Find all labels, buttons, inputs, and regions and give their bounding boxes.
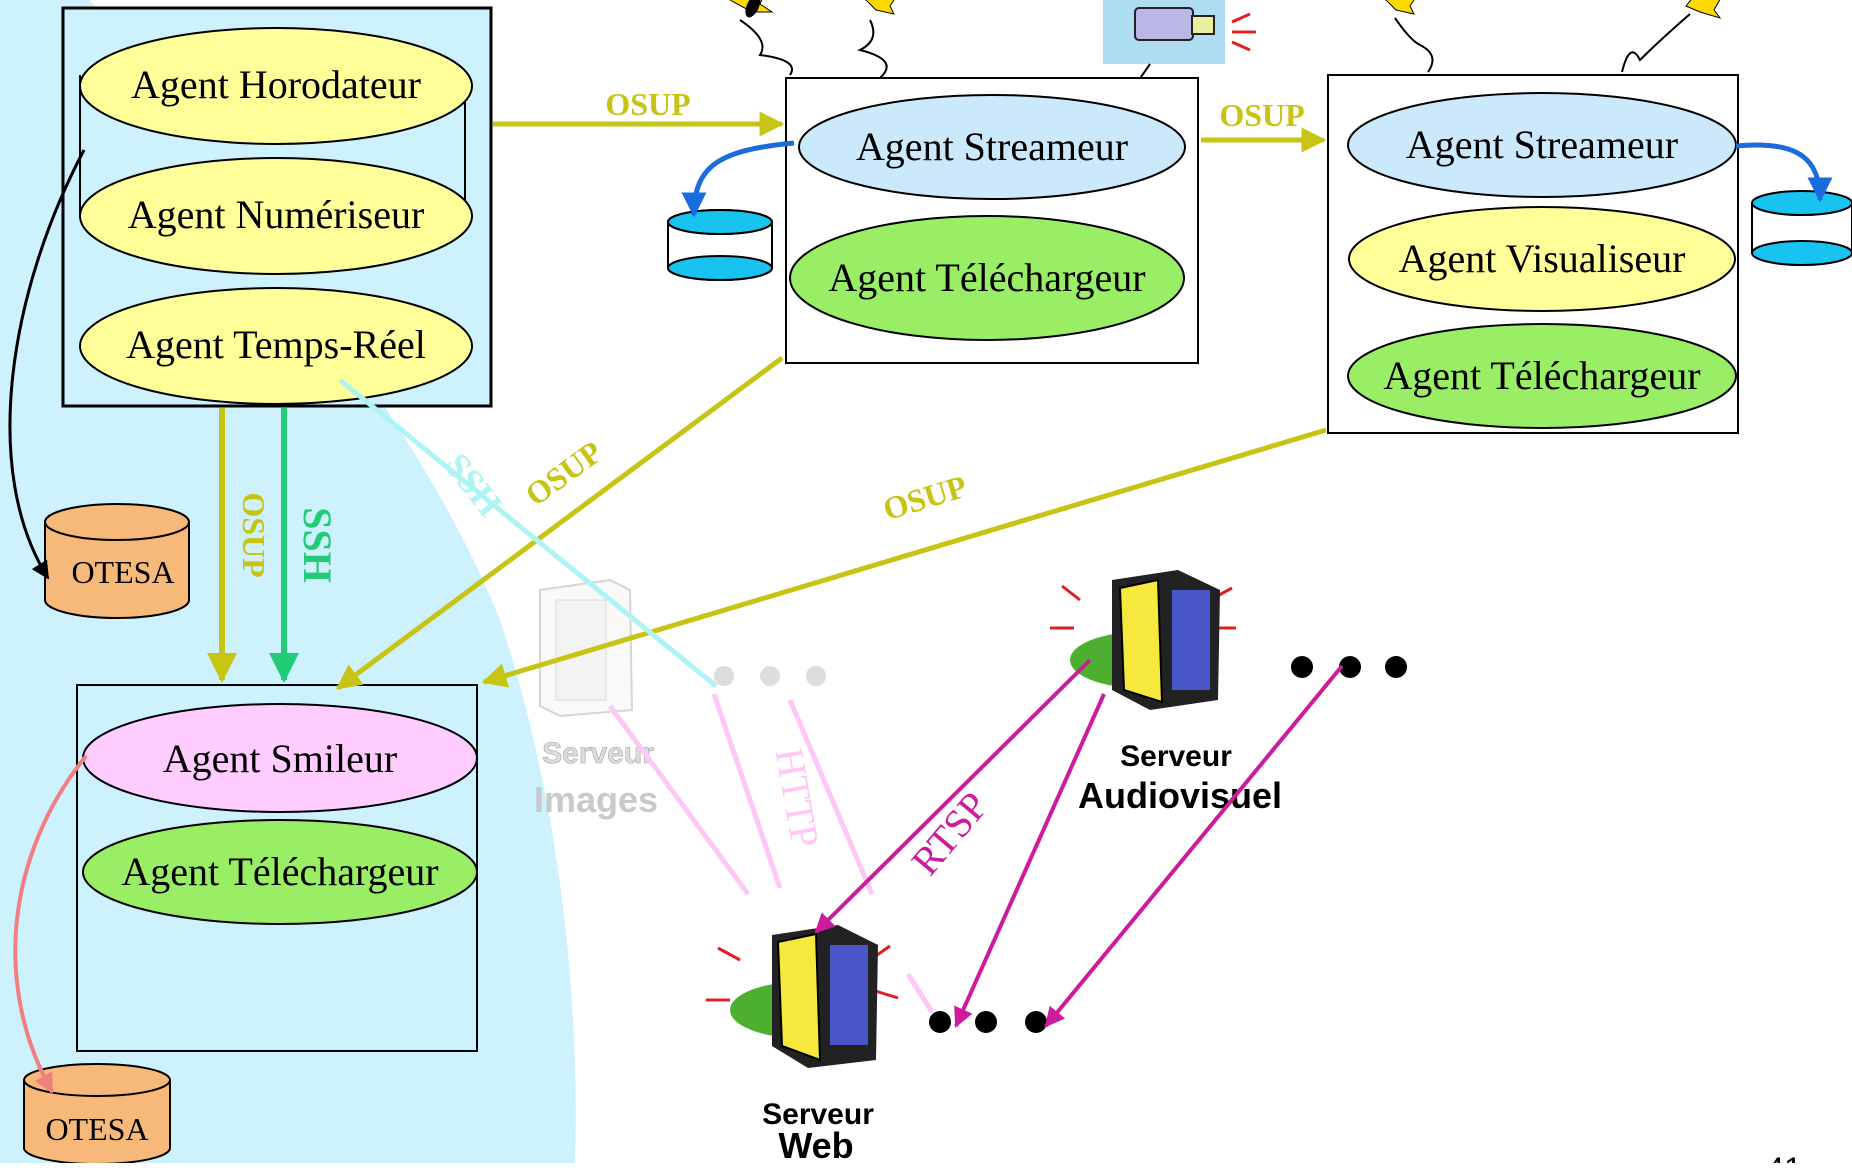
osup-label: OSUP (518, 433, 608, 512)
spark-icon (728, 0, 774, 18)
camera-icon (1103, 0, 1256, 101)
storage-arrow (1735, 142, 1833, 203)
server-images-icon (539, 578, 634, 718)
ellipsis-dots (929, 1011, 1047, 1033)
http-label: HTTP (766, 745, 828, 851)
database-icon (667, 209, 773, 281)
server-audiovisuel-label-line1: Serveur (1120, 740, 1232, 773)
server-web-label-line1: Serveur (762, 1098, 874, 1131)
osup-label: OSUP (605, 86, 690, 122)
agent-streameur-label: Agent Streameur (856, 124, 1128, 169)
agent-numeriseur-label: Agent Numériseur (128, 192, 425, 237)
ssh-arrow (338, 378, 718, 688)
agent-telechargeur-label: Agent Téléchargeur (121, 849, 438, 894)
page-number: 41 (1766, 1151, 1802, 1163)
agent-telechargeur-node: Agent Téléchargeur (789, 215, 1185, 341)
database-icon: OTESA (44, 503, 190, 619)
server-audiovisuel-icon (1050, 570, 1236, 710)
agent-smileur-node: Agent Smileur (82, 703, 478, 813)
ellipsis-dots (1291, 656, 1407, 678)
storage-arrow (681, 140, 795, 218)
agent-temps-reel-label: Agent Temps-Réel (126, 322, 426, 367)
spark-icon (1385, 0, 1415, 15)
server-web-label-line2: Web (778, 1125, 853, 1163)
agent-telechargeur-node: Agent Téléchargeur (82, 819, 478, 925)
database-icon: OTESA (23, 1063, 171, 1165)
osup-arrow (481, 427, 1327, 688)
otesa-db-label: OTESA (45, 1111, 148, 1147)
osup-label: OSUP (1219, 97, 1304, 133)
osup-arrow (335, 355, 784, 691)
ellipsis-dots (714, 666, 826, 686)
agent-visualiseur-label: Agent Visualiseur (1399, 236, 1686, 281)
osup-label: OSUP (879, 468, 971, 527)
spark-icon (1685, 0, 1722, 19)
storage-arrow (8, 149, 86, 580)
server-audiovisuel-label-line2: Audiovisuel (1078, 775, 1282, 816)
http-arrow (607, 704, 751, 896)
agent-telechargeur-node: Agent Téléchargeur (1347, 323, 1737, 429)
agent-horodateur-label: Agent Horodateur (131, 62, 421, 107)
spark-icon (865, 0, 895, 15)
rtsp-arrow (954, 693, 1106, 1028)
http-arrow (711, 693, 783, 889)
osup-label: OSUP (236, 492, 272, 577)
agent-telechargeur-label: Agent Téléchargeur (828, 255, 1145, 300)
spark-icons (728, 0, 1722, 79)
agent-visualiseur-node: Agent Visualiseur (1348, 206, 1736, 312)
storage-arrow (13, 754, 88, 1094)
agent-horodateur-node: Agent Horodateur (79, 27, 473, 145)
server-images-label-line2: Images (534, 779, 658, 820)
agent-temps-reel-node: Agent Temps-Réel (79, 287, 473, 405)
otesa-db-label: OTESA (71, 554, 174, 590)
ssh-label: SSH (295, 507, 340, 583)
agent-streameur-node: Agent Streameur (798, 94, 1186, 200)
agent-numeriseur-node: Agent Numériseur (79, 157, 473, 275)
agent-streameur-label: Agent Streameur (1406, 122, 1678, 167)
agent-telechargeur-label: Agent Téléchargeur (1383, 353, 1700, 398)
server-web-icon (706, 925, 899, 1068)
rtsp-arrow (814, 658, 1092, 934)
http-arrow (787, 699, 875, 895)
http-arrow (905, 972, 935, 1014)
agent-smileur-label: Agent Smileur (163, 736, 397, 781)
database-icon (1751, 190, 1852, 266)
agent-streameur-node: Agent Streameur (1347, 92, 1737, 198)
rtsp-arrow (1044, 664, 1344, 1028)
